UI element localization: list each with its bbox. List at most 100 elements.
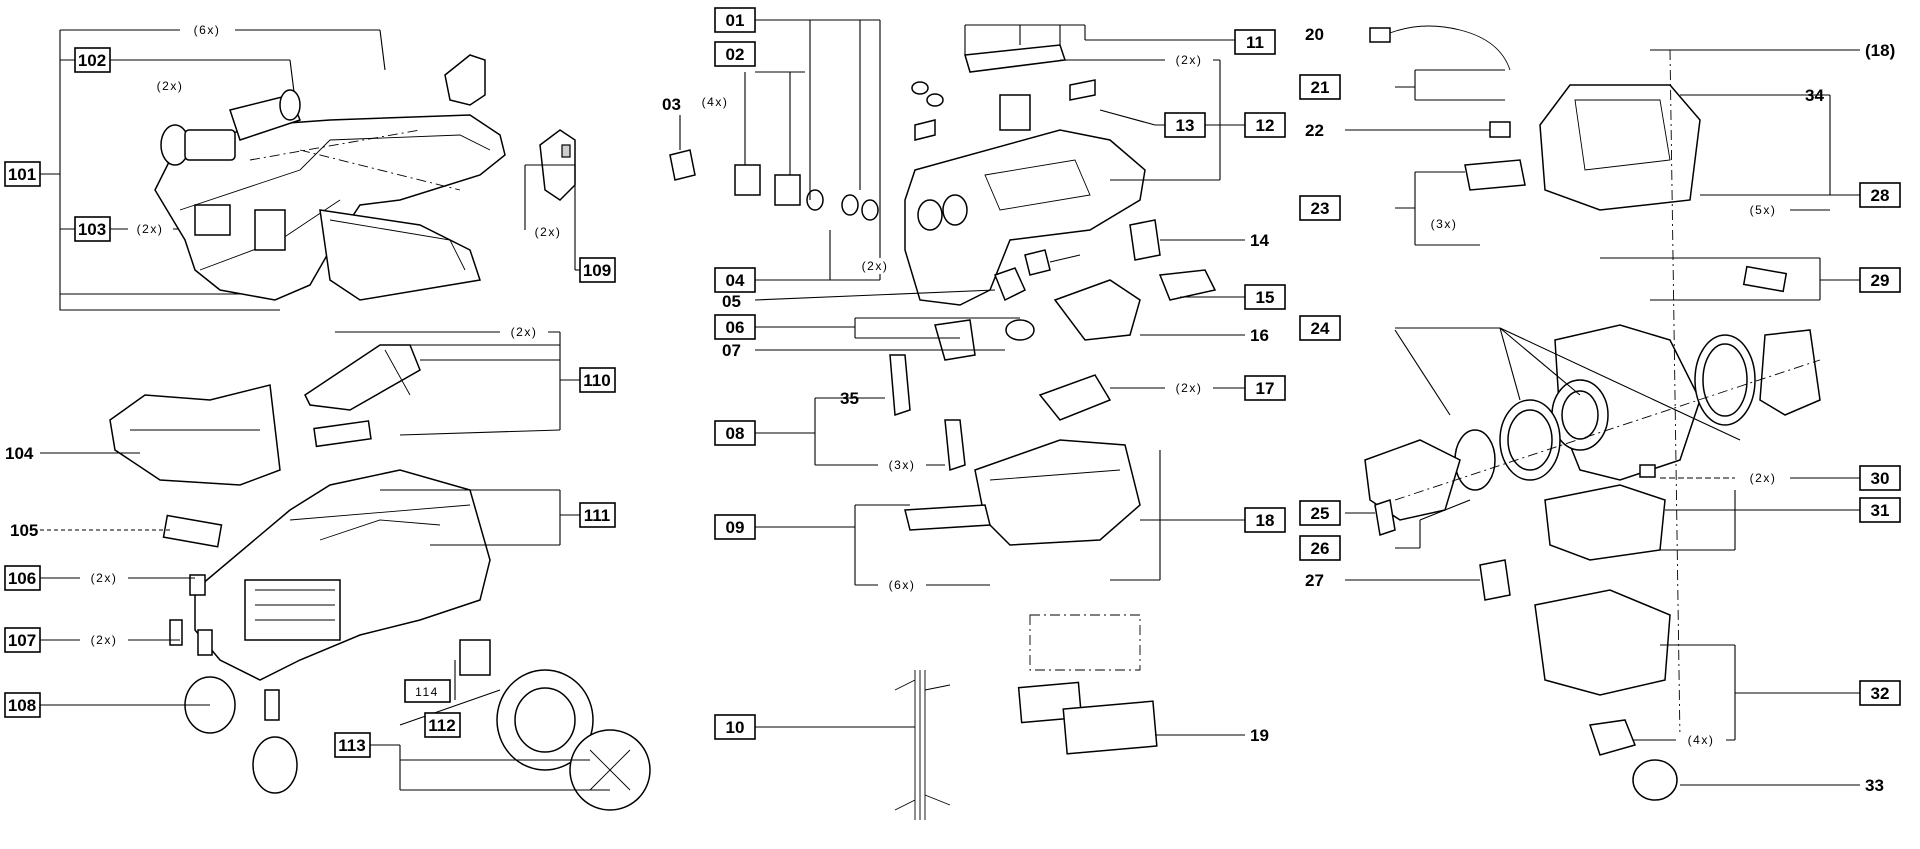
callout-103: 103 — [74, 216, 111, 242]
switch-part-12 — [999, 94, 1031, 131]
part-27 — [1479, 559, 1511, 601]
callout-15: 15 — [1244, 284, 1286, 310]
callout-112: 112 — [424, 712, 461, 738]
part-07 — [1005, 319, 1035, 341]
svg-text:106: 106 — [8, 569, 36, 588]
filter-holder-110 — [304, 344, 421, 448]
part-32 — [1534, 589, 1671, 696]
qty-4x-32: (4x) — [1688, 733, 1715, 747]
callout-25: 25 — [1299, 500, 1341, 526]
callout-12: 12 — [1244, 112, 1286, 138]
plate-105 — [162, 514, 223, 548]
svg-text:103: 103 — [78, 220, 106, 239]
part-33 — [1632, 759, 1678, 801]
switch-parts-01-03 — [669, 149, 879, 221]
callout-22: 22 — [1305, 121, 1324, 140]
part-17 — [1038, 374, 1112, 421]
callout-110: 110 — [579, 367, 616, 393]
svg-text:12: 12 — [1256, 116, 1275, 135]
callout-17: 17 — [1244, 375, 1286, 401]
upper-housing — [904, 129, 1146, 306]
svg-text:111: 111 — [584, 506, 611, 525]
callout-13: 13 — [1164, 112, 1206, 138]
callout-106: 106 — [4, 565, 41, 591]
svg-text:109: 109 — [583, 261, 611, 280]
svg-text:31: 31 — [1871, 501, 1890, 520]
dirt-tray-104 — [109, 384, 281, 486]
qty-2x-17: (2x) — [1176, 381, 1203, 395]
svg-text:112: 112 — [428, 716, 455, 735]
svg-text:05: 05 — [722, 292, 741, 311]
svg-text:108: 108 — [8, 696, 36, 715]
callout-27: 27 — [1305, 571, 1324, 590]
part-06 — [934, 319, 976, 361]
filter-box-18 — [974, 439, 1141, 546]
callout-104: 104 — [5, 444, 34, 463]
part-23 — [1464, 159, 1526, 191]
svg-text:16: 16 — [1250, 326, 1269, 345]
svg-text:10: 10 — [726, 718, 745, 737]
wiring-harness-10 — [894, 670, 951, 820]
callout-10: 10 — [714, 714, 756, 740]
part-35 — [889, 354, 911, 417]
lid-housing — [154, 114, 506, 301]
svg-text:03: 03 — [662, 95, 681, 114]
callout-105: 105 — [10, 521, 38, 540]
callout-32: 32 — [1859, 680, 1901, 706]
part-09 — [904, 504, 991, 531]
qty-4x-03: (4x) — [702, 95, 729, 109]
callout-03: 03 — [662, 95, 681, 114]
callout-18b: (18) — [1865, 41, 1895, 60]
motor-assembly-24 — [1364, 324, 1821, 521]
callout-09: 09 — [714, 514, 756, 540]
filter-cartridges-19 — [1017, 614, 1158, 755]
svg-text:102: 102 — [78, 51, 106, 70]
callout-26: 26 — [1299, 535, 1341, 561]
qty-6x-09: (6x) — [889, 578, 916, 592]
callout-24: 24 — [1299, 315, 1341, 341]
callout-08: 08 — [714, 420, 756, 446]
qty-2x-109: (2x) — [535, 225, 562, 239]
svg-text:23: 23 — [1311, 199, 1330, 218]
callout-111: 111 — [579, 502, 616, 528]
qty-2x-30: (2x) — [1750, 471, 1777, 485]
callout-34: 34 — [1805, 86, 1824, 105]
part-14 — [1129, 219, 1161, 261]
svg-text:20: 20 — [1305, 25, 1324, 44]
caster-parts — [169, 574, 298, 794]
callout-31: 31 — [1859, 497, 1901, 523]
callout-23: 23 — [1299, 195, 1341, 221]
svg-text:105: 105 — [10, 521, 38, 540]
bracket-101 — [59, 30, 280, 311]
svg-text:114: 114 — [415, 685, 439, 699]
motor-housing-top-34 — [1539, 84, 1701, 211]
svg-text:27: 27 — [1305, 571, 1324, 590]
svg-text:13: 13 — [1176, 116, 1195, 135]
qty-5x-28: (5x) — [1750, 203, 1777, 217]
callout-16: 16 — [1250, 326, 1269, 345]
gasket-29 — [1742, 265, 1788, 293]
svg-text:04: 04 — [726, 271, 745, 290]
svg-text:22: 22 — [1305, 121, 1324, 140]
callout-28: 28 — [1859, 182, 1901, 208]
callout-20: 20 — [1305, 25, 1324, 44]
svg-text:110: 110 — [583, 371, 610, 390]
svg-text:06: 06 — [726, 318, 745, 337]
svg-text:14: 14 — [1250, 231, 1269, 250]
callout-114: 114 — [404, 679, 451, 703]
chassis-111 — [194, 469, 491, 681]
callout-35: 35 — [840, 389, 859, 408]
knob-part — [911, 81, 929, 95]
carry-handle-11 — [964, 44, 1067, 73]
svg-text:28: 28 — [1871, 186, 1890, 205]
callout-07: 07 — [722, 341, 741, 360]
svg-text:15: 15 — [1256, 288, 1275, 307]
svg-text:08: 08 — [726, 424, 745, 443]
callout-101: 101 — [4, 161, 41, 187]
callout-04: 04 — [714, 267, 756, 293]
svg-text:101: 101 — [8, 165, 36, 184]
svg-text:26: 26 — [1311, 539, 1330, 558]
qty-2x-12: (2x) — [1176, 53, 1203, 67]
svg-text:35: 35 — [840, 389, 859, 408]
